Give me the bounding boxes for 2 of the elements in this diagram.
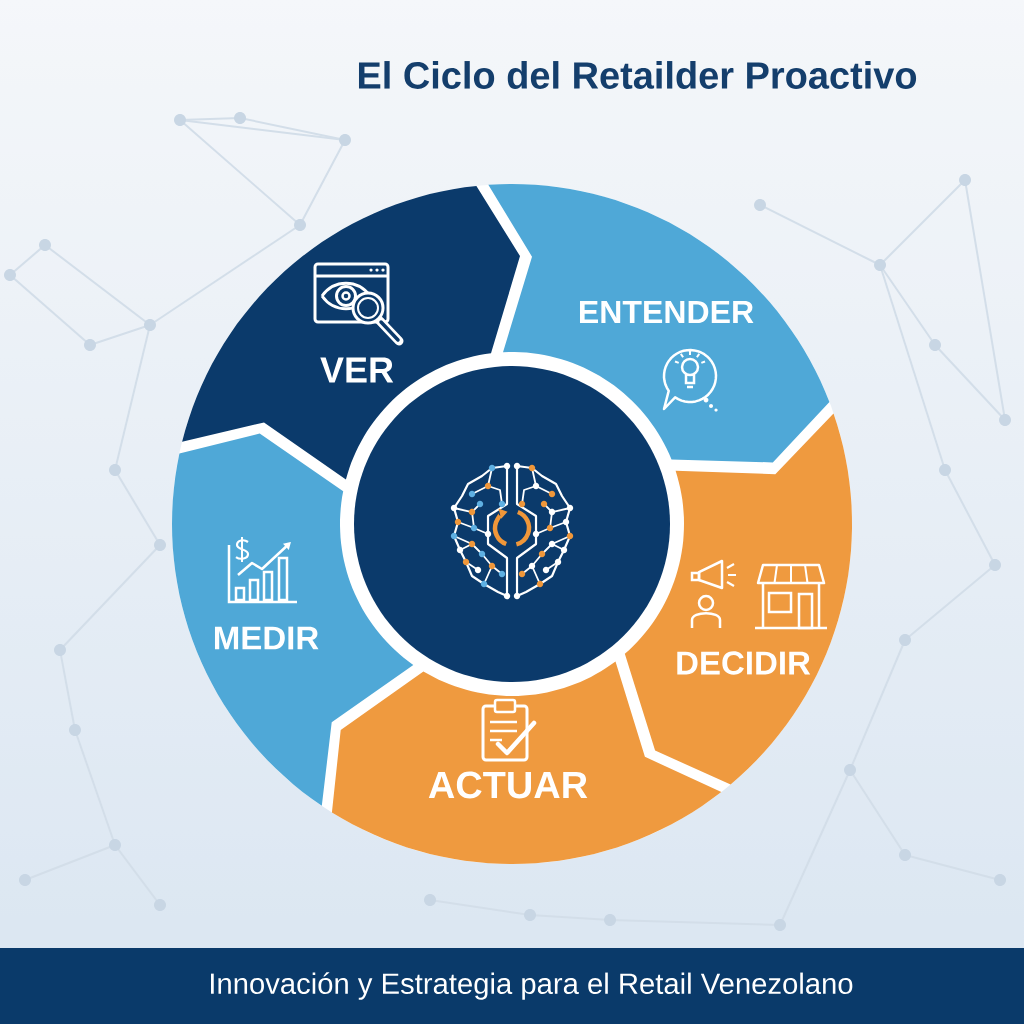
title: El Ciclo del Retailder Proactivo [359,61,917,89]
footer-band: Innovación y Estrategia para el Retail Venezolano [0,948,1024,1024]
